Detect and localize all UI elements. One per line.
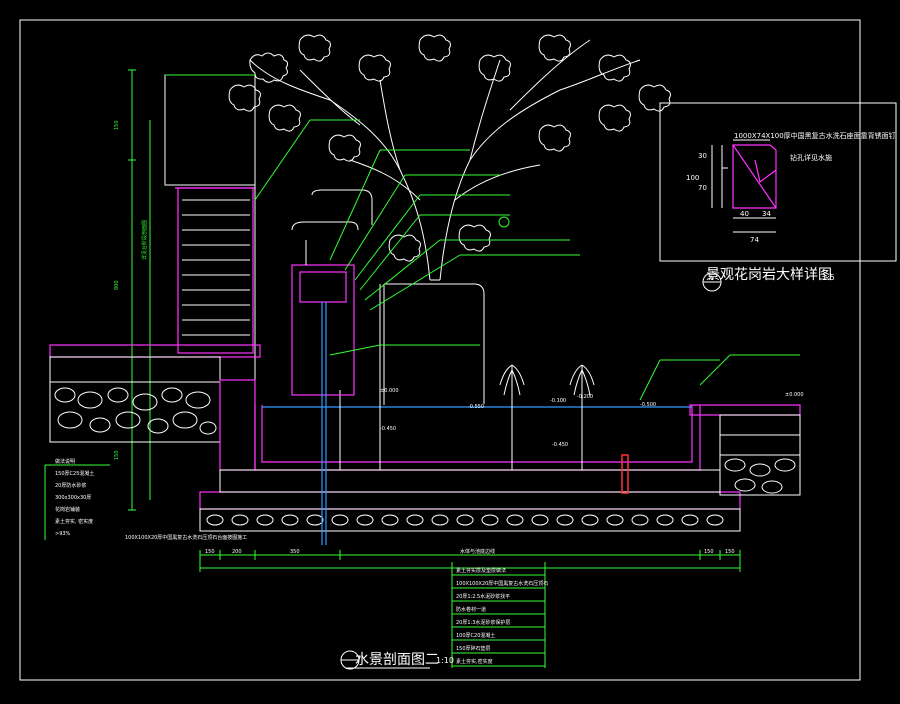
spec-row-7: 150厚碎石垫层 — [456, 645, 491, 652]
detail-note-line1: 1000X74X100厚中国黑复古水洗石座面靠背锈面钉 — [734, 131, 896, 140]
detail-dim-h-mid: 70 — [698, 184, 707, 192]
fountain-jets — [499, 364, 595, 470]
drawing-border — [19, 19, 861, 681]
left-dim-2: 800 — [114, 280, 120, 290]
elev-7: -0.500 — [640, 402, 656, 408]
detail-dim-w-left: 40 — [740, 210, 749, 218]
detail-dim-w-right: 34 — [762, 210, 771, 218]
left-note-3: 20厚防水砂浆 — [55, 482, 86, 489]
left-dimension-chain — [128, 69, 151, 511]
tree-sketch — [228, 34, 671, 281]
spec-row-3: 20厚1:2.5水泥砂浆找平 — [456, 593, 510, 600]
detail-title-group: A 景观花岗岩大样详图 1:5 — [702, 267, 835, 292]
bottom-dimension-chain: 150 200 350 水体与池底边线 150 150 — [199, 548, 741, 572]
elev-8: ±0.000 — [785, 392, 804, 398]
spec-row-6: 100厚C20混凝土 — [456, 632, 495, 639]
granite-detail-box: 30 70 100 40 34 74 1000X74X100厚中国黑复古水洗石座… — [659, 102, 897, 262]
elev-3: -0.200 — [577, 394, 593, 400]
left-note-5: 花岗岩铺装 — [55, 506, 80, 513]
bottom-dim-6: 150 — [725, 549, 735, 555]
leader-lines — [254, 119, 800, 401]
drain-pipe — [621, 454, 629, 494]
bottom-dim-3: 350 — [290, 549, 300, 555]
detail-note-line2: 钻孔详见水施 — [790, 153, 832, 162]
callout-marker — [498, 216, 510, 228]
left-vertical-label: 详见台阶段剖面图 — [141, 220, 148, 260]
left-planter-wall — [164, 74, 256, 400]
detail-dim-h-top: 30 — [698, 152, 707, 160]
section-title: 水景剖面图二 — [355, 652, 439, 668]
water-feature-column — [291, 189, 373, 545]
bottom-dim-1: 150 — [205, 549, 215, 555]
elev-6: -0.450 — [380, 426, 396, 432]
elev-4: -0.450 — [552, 442, 568, 448]
bottom-dim-5: 150 — [704, 549, 714, 555]
detail-dim-h-total: 100 — [686, 174, 699, 182]
pool-basin — [199, 284, 741, 532]
spec-row-5: 20厚1:3水泥砂浆保护层 — [456, 619, 510, 626]
left-notes: 做法说明 150厚C25混凝土 20厚防水砂浆 300x300x30厚 花岗岩铺… — [44, 458, 110, 540]
spec-row-4: 防水卷材一道 — [456, 606, 486, 613]
section-title-scale: 1:10 — [436, 656, 454, 665]
left-ground-layers — [49, 344, 261, 471]
elev-5: -0.550 — [468, 404, 484, 410]
left-dim-1: 150 — [114, 120, 120, 130]
detail-title-marker: A — [709, 275, 714, 282]
right-ground-layers — [689, 404, 801, 496]
detail-title-scale: 1:5 — [822, 273, 835, 282]
elev-1: ±0.000 — [380, 388, 399, 394]
left-note-2: 150厚C25混凝土 — [55, 470, 94, 477]
left-note-1: 做法说明 — [55, 458, 75, 465]
detail-title: 景观花岗岩大样详图 — [706, 267, 832, 283]
bottom-dim-4: 水体与池底边线 — [460, 548, 495, 555]
spec-row-8: 素土夯实,密实度 — [456, 658, 493, 665]
bottom-dim-2: 200 — [232, 549, 242, 555]
left-dim-3: 150 — [114, 450, 120, 460]
spec-row-2: 100X100X20厚中国黑复古水洗石压顶石 — [456, 580, 548, 587]
elev-2: -0.100 — [550, 398, 566, 404]
left-note-6: 素土夯实, 密实度 — [55, 518, 93, 525]
bottom-left-note: 100X100X20厚中国黑复古水洗石压顶石台面按图施工 — [125, 534, 247, 541]
left-note-7: >93% — [55, 531, 71, 537]
spec-row-1: 素土夯实层及垫层做法 — [456, 567, 506, 574]
spec-table: 素土夯实层及垫层做法 100X100X20厚中国黑复古水洗石压顶石 20厚1:2… — [451, 562, 548, 668]
section-title-group: 水景剖面图二 1:10 — [340, 650, 454, 670]
detail-dim-w-total: 74 — [750, 236, 759, 244]
left-note-4: 300x300x30厚 — [55, 495, 91, 501]
elevation-marks: ±0.000 -0.100 -0.200 -0.450 -0.550 -0.45… — [380, 388, 804, 448]
